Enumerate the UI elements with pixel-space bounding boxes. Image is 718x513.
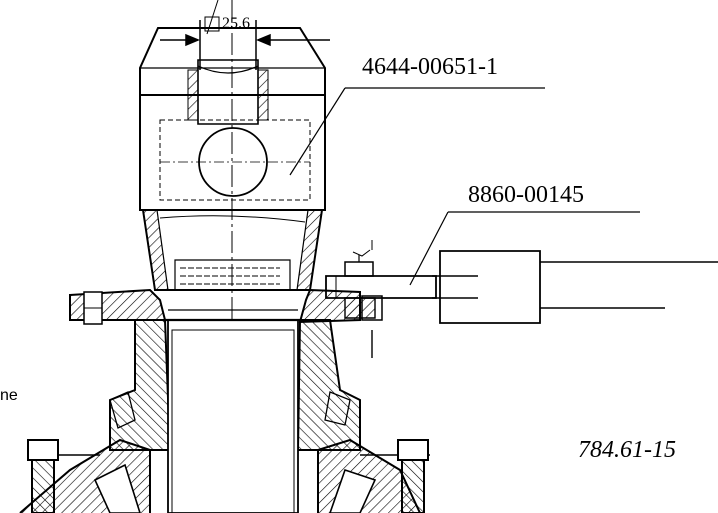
- wrench-tool: [326, 240, 718, 358]
- dimension-label: 25.6: [222, 15, 250, 32]
- tool-number-label: 8860-00145: [468, 182, 584, 208]
- leader-lines: [290, 88, 640, 285]
- bearing-assembly: [20, 392, 430, 513]
- edge-text-fragment: ne: [0, 387, 18, 404]
- part-number-label: 4644-00651-1: [362, 54, 498, 80]
- housing-section: [70, 290, 382, 513]
- figure-number: 784.61-15: [578, 437, 676, 463]
